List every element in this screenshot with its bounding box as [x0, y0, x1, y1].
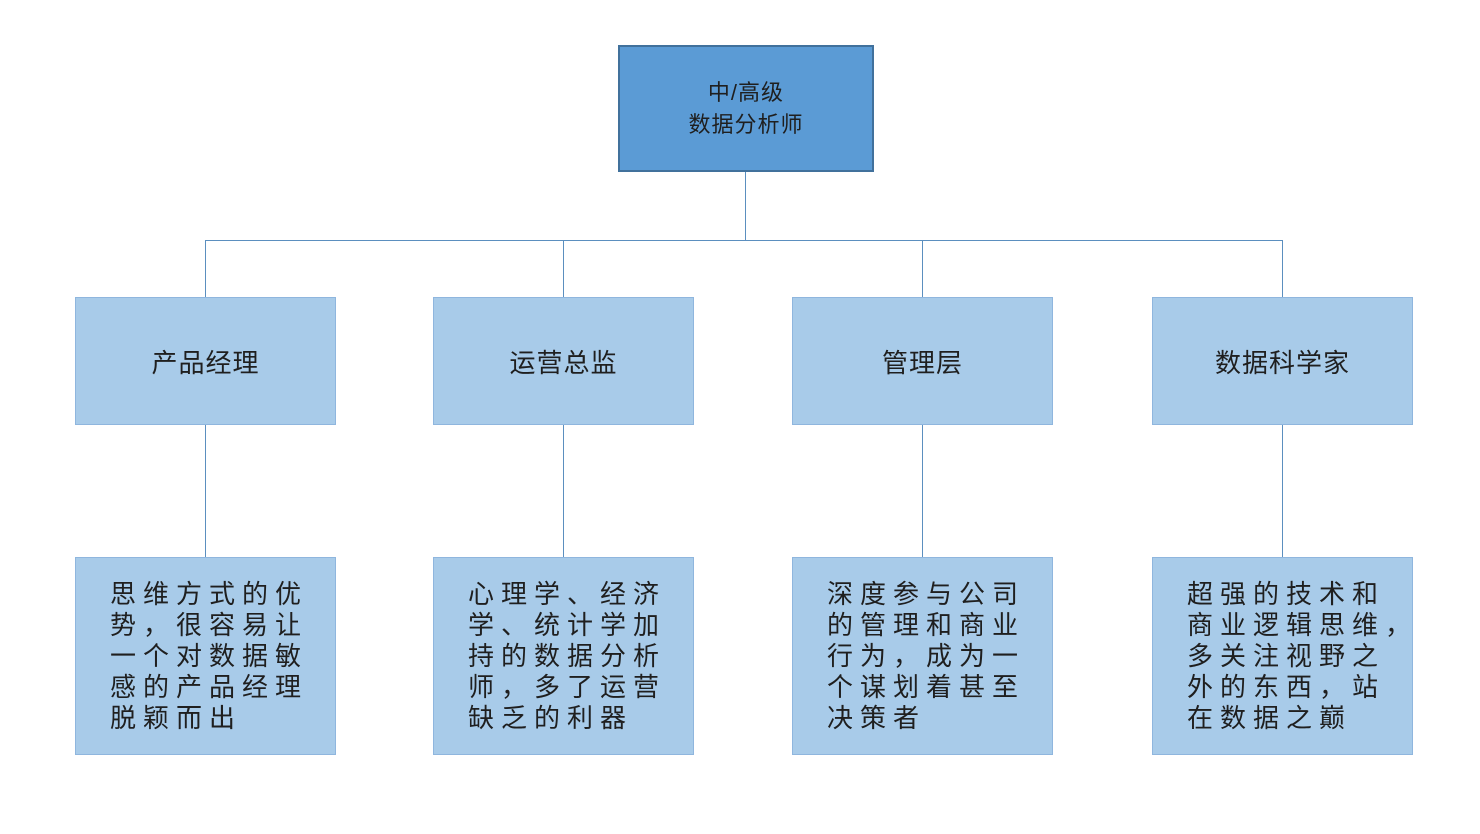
description-node-operations-director: 心理学、经济 学、统计学加 持的数据分析 师，多了运营 缺乏的利器 — [433, 557, 694, 755]
branch-node-product-manager: 产品经理 — [75, 297, 336, 425]
root-node-senior-data-analyst: 中/高级 数据分析师 — [618, 45, 874, 172]
description-node-data-scientist: 超强的技术和 商业逻辑思维， 多关注视野之 外的东西，站 在数据之巅 — [1152, 557, 1413, 755]
branch-node-data-scientist: 数据科学家 — [1152, 297, 1413, 425]
branch-node-management: 管理层 — [792, 297, 1053, 425]
connector-desc-branch-2 — [922, 425, 923, 557]
description-node-product-manager: 思维方式的优 势，很容易让 一个对数据敏 感的产品经理 脱颖而出 — [75, 557, 336, 755]
connector-root-stem — [745, 172, 746, 240]
connector-drop-branch-0 — [205, 240, 206, 297]
connector-desc-branch-3 — [1282, 425, 1283, 557]
branch-node-operations-director: 运营总监 — [433, 297, 694, 425]
connector-drop-branch-3 — [1282, 240, 1283, 297]
description-node-management: 深度参与公司 的管理和商业 行为，成为一 个谋划着甚至 决策者 — [792, 557, 1053, 755]
connector-horizontal-rail — [205, 240, 1283, 241]
connector-drop-branch-1 — [563, 240, 564, 297]
connector-drop-branch-2 — [922, 240, 923, 297]
connector-desc-branch-0 — [205, 425, 206, 557]
connector-desc-branch-1 — [563, 425, 564, 557]
